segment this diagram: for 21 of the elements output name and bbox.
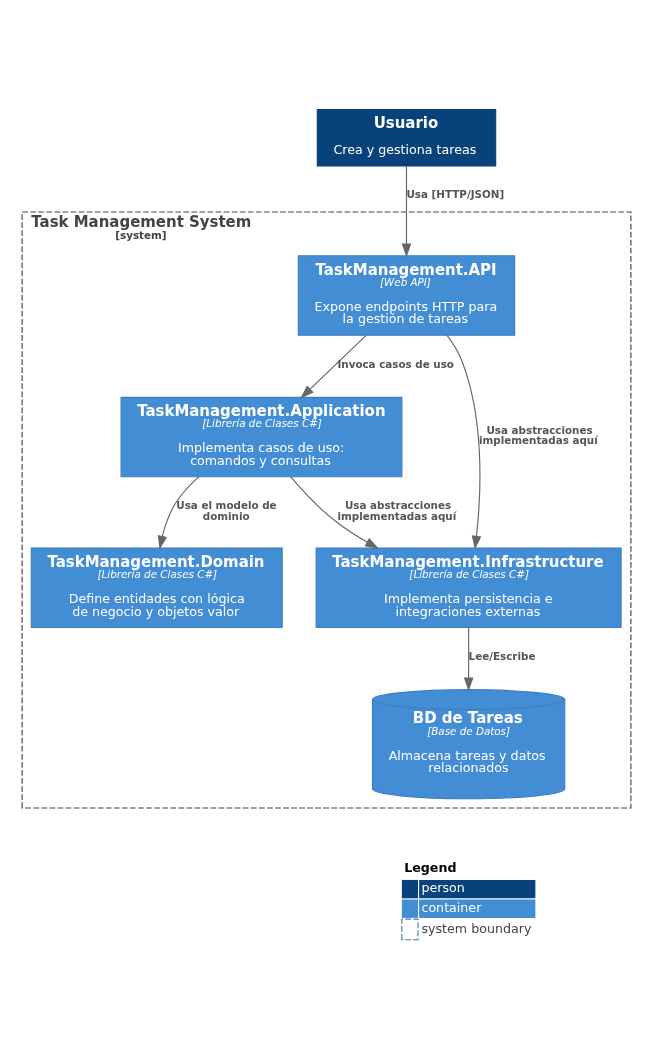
arrow [157,475,200,549]
label: Legend [404,859,457,875]
legend-label: person [421,879,465,895]
edge-label: Usa abstracciones implementadas aquí [478,423,598,446]
arrow [401,164,412,257]
edge-label: Usa [HTTP/JSON] [406,187,505,200]
edge-label: Usa el modelo de dominio [176,498,277,522]
arrow [463,626,474,691]
node-box: TaskManagement.Application [Librería de Clases C#] Implementa casos de uso: comandos y consultas [120,396,403,477]
edge-label: Invoca casos de uso [337,357,454,370]
node-box: Usuario Crea y gestiona tareas [316,108,497,167]
node-box: TaskManagement.API [Web API] Expone endpoints HTTP para la gestión de tareas [297,254,516,336]
node-box: TaskManagement.Domain [Librería de Clases C#] Define entidades con lógica de negocio y objetos valor [30,547,283,628]
node-box: TaskManagement.Infrastructure [Librería de Clases C#] Implementa persistencia e integraciones externas [315,547,622,628]
arrow [446,334,482,550]
legend-label: system boundary [421,920,532,936]
arrow [290,475,379,549]
arrow [300,334,367,398]
legend-label: container [421,899,482,915]
edge-label: Usa abstracciones implementadas aquí [337,498,457,522]
edge-label: Lee/Escribe [468,649,536,662]
